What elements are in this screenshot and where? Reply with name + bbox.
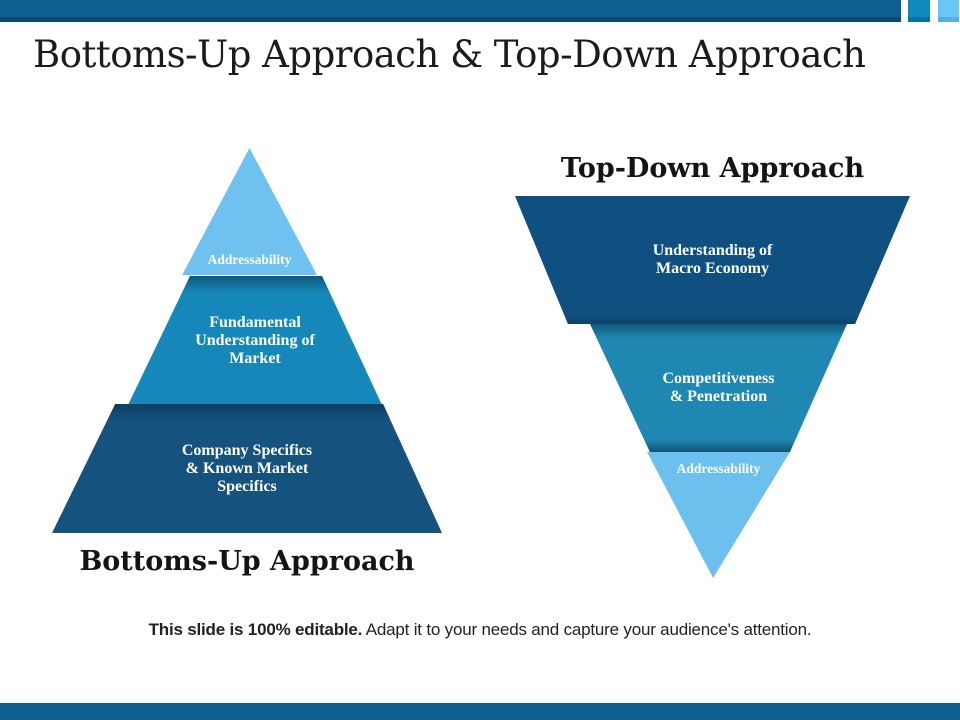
- accent-square-medium-strip: [908, 17, 930, 22]
- bottoms-up-level-company-specifics[interactable]: Company Specifics & Known Market Specifi…: [52, 404, 442, 533]
- top-down-level-macro-economy-label: Understanding of Macro Economy: [515, 196, 910, 324]
- label-line: Specifics: [217, 477, 277, 495]
- label-line: Addressability: [676, 461, 761, 476]
- bottoms-up-level-addressability[interactable]: Addressability: [182, 148, 317, 275]
- footer-note-bold: This slide is 100% editable.: [148, 620, 363, 639]
- bottom-accent-bar: [0, 703, 960, 720]
- bottoms-up-level-addressability-label: Addressability: [182, 252, 317, 267]
- label-line: Market: [229, 349, 281, 367]
- label-line: Understanding of: [652, 242, 773, 259]
- label-line: Understanding of: [195, 331, 315, 349]
- bottoms-up-level-company-specifics-label: Company Specifics & Known Market Specifi…: [52, 404, 442, 533]
- bottoms-up-level-fundamental-understanding[interactable]: Fundamental Understanding of Market: [128, 276, 382, 405]
- top-accent-bar-strip: [0, 17, 901, 22]
- page-title: Bottoms-Up Approach & Top-Down Approach: [33, 33, 866, 76]
- label-line: & Penetration: [669, 388, 768, 405]
- label-line: Competitiveness: [662, 370, 775, 387]
- top-down-heading: Top-Down Approach: [560, 153, 865, 184]
- top-down-level-macro-economy[interactable]: Understanding of Macro Economy: [515, 196, 910, 324]
- top-down-level-addressability[interactable]: Addressability: [647, 452, 790, 578]
- top-down-level-competitiveness-label: Competitiveness & Penetration: [590, 324, 847, 452]
- footer-note: This slide is 100% editable. Adapt it to…: [0, 620, 960, 640]
- label-line: Macro Economy: [655, 260, 769, 277]
- top-down-level-addressability-label: Addressability: [647, 461, 790, 476]
- top-down-level-competitiveness[interactable]: Competitiveness & Penetration: [590, 324, 847, 452]
- label-line: Company Specifics: [181, 441, 313, 459]
- accent-square-medium: [908, 0, 930, 22]
- label-line: Addressability: [207, 252, 292, 267]
- label-line: Fundamental: [209, 313, 301, 331]
- top-accent-bar: [0, 0, 901, 22]
- label-line: & Known Market: [185, 459, 309, 477]
- bottoms-up-level-fundamental-understanding-label: Fundamental Understanding of Market: [128, 276, 382, 405]
- accent-square-light-strip: [938, 17, 959, 22]
- accent-square-light: [938, 0, 959, 22]
- footer-note-regular: Adapt it to your needs and capture your …: [362, 620, 812, 639]
- bottoms-up-heading: Bottoms-Up Approach: [79, 546, 415, 577]
